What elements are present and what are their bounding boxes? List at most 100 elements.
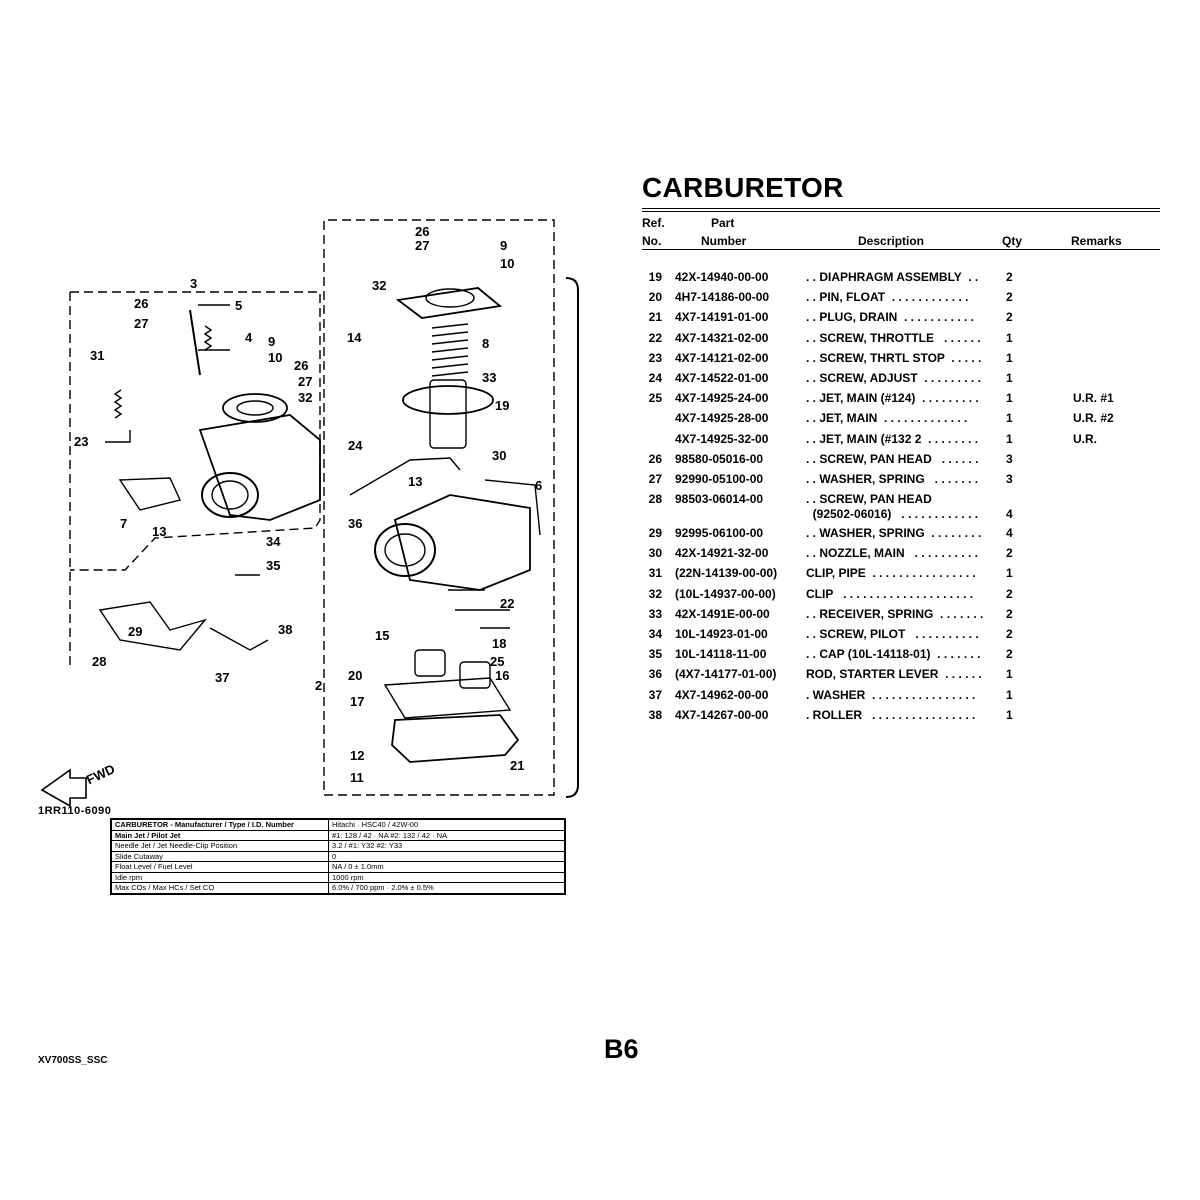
ref-number: 29	[648, 526, 662, 541]
part-number: 92990-05100-00	[675, 471, 764, 486]
diagram-callout: 4	[245, 330, 253, 345]
ref-number: 31	[648, 566, 662, 581]
diagram-callout: 17	[350, 694, 364, 709]
diagram-callout: 34	[266, 534, 281, 549]
description: CLIP . . . . . . . . . . . . . . . . . .…	[806, 586, 974, 601]
spec-value: #1: 128 / 42 · NA #2: 132 / 42 · NA	[328, 829, 566, 841]
part-number: 4X7-14925-24-00	[675, 391, 769, 406]
description: . ROLLER . . . . . . . . . . . . . . . .	[806, 707, 976, 722]
description: . . SCREW, PAN HEAD . . . . . .	[806, 451, 979, 466]
parts-row: 32(10L-14937-00-00)CLIP . . . . . . . . …	[642, 587, 1160, 607]
spec-value: 1000 rpm	[328, 871, 566, 883]
spec-value: 0	[328, 850, 566, 862]
parts-row: 4X7-14925-32-00. . JET, MAIN (#132 2 . .…	[642, 432, 1160, 452]
part-number: 42X-1491E-00-00	[675, 606, 770, 621]
title-rule	[642, 208, 1160, 212]
description: . . RECEIVER, SPRING . . . . . . .	[806, 606, 984, 621]
part-number: 4X7-14321-02-00	[675, 330, 769, 345]
remarks: U.R. #1	[1073, 391, 1114, 406]
quantity: 1	[1006, 667, 1013, 682]
ref-number: 36	[648, 667, 662, 682]
description: . . JET, MAIN (#124) . . . . . . . . .	[806, 391, 979, 406]
description: . . SCREW, THRTL STOP . . . . .	[806, 350, 982, 365]
description: . . WASHER, SPRING . . . . . . .	[806, 471, 979, 486]
diagram-callout: 27	[415, 238, 429, 253]
quantity: 2	[1006, 627, 1013, 641]
part-number: 4X7-14962-00-00	[675, 687, 769, 702]
diagram-callout: 11	[350, 770, 364, 785]
spec-label: CARBURETOR - Manufacturer / Type / I.D. …	[110, 818, 329, 831]
diagram-callout: 7	[120, 516, 127, 531]
quantity: 3	[1006, 471, 1013, 486]
quantity: 1	[1006, 330, 1013, 345]
spec-value: 6.0% / 700 ppm · 2.0% ± 0.5%	[328, 882, 566, 894]
fwd-label: FWD	[84, 761, 117, 787]
spec-label: Main Jet / Pilot Jet	[110, 829, 329, 841]
ref-number: 23	[648, 350, 662, 365]
ref-number: 28	[648, 492, 662, 507]
spec-row: CARBURETOR - Manufacturer / Type / I.D. …	[110, 818, 566, 831]
quantity: 1	[1006, 411, 1013, 426]
ref-number: 35	[648, 647, 662, 662]
quantity: 1	[1006, 370, 1013, 385]
spec-label: Idle rpm	[110, 871, 329, 883]
page-title: CARBURETOR	[642, 172, 844, 203]
ref-number: 32	[648, 586, 662, 601]
ref-number: 27	[648, 471, 662, 486]
diagram-callout: 21	[510, 758, 524, 773]
diagram-callout: 32	[372, 278, 386, 293]
diagram-callout: 10	[500, 256, 514, 271]
parts-row: 30 42X-14921-32-00 . . NOZZLE, MAIN . . . …	[642, 546, 1160, 566]
carburetor-spec-table: CARBURETOR - Manufacturer / Type / I.D. …	[110, 818, 566, 895]
quantity: 4	[1006, 526, 1013, 541]
spec-row: Main Jet / Pilot Jet#1: 128 / 42 · NA #2…	[110, 829, 566, 841]
diagram-callout: 3	[190, 276, 197, 291]
diagram-callout: 26	[294, 358, 308, 373]
description: . . SCREW, THROTTLE . . . . . .	[806, 330, 981, 345]
ref-number: 33	[648, 606, 662, 621]
quantity: 3	[1006, 451, 1013, 466]
part-number: 4X7-14522-01-00	[675, 370, 769, 385]
parts-row: 36(4X7-14177-01-00)ROD, STARTER LEVER . …	[642, 667, 1160, 687]
part-number: 4H7-14186-00-00	[675, 290, 770, 305]
diagram-callout: 18	[492, 636, 506, 651]
header-description: Description	[858, 234, 925, 248]
page-number: B6	[604, 1034, 639, 1064]
description: . . NOZZLE, MAIN . . . . . . . . . .	[806, 546, 979, 561]
quantity: 1	[1006, 431, 1013, 446]
quantity: 1	[1006, 566, 1013, 581]
description: . . CAP (10L-14118-01) . . . . . . .	[806, 647, 981, 662]
quantity: 2	[1006, 290, 1013, 305]
diagram-callout: 30	[492, 448, 506, 463]
diagram-callout: 26	[134, 296, 148, 311]
part-number: 92995-06100-00	[675, 526, 764, 541]
header-qty: Qty	[1002, 234, 1023, 248]
remarks: U.R.	[1073, 431, 1097, 446]
part-number: 42X-14921-32-00	[675, 546, 769, 561]
header-remarks: Remarks	[1071, 234, 1122, 248]
description: . . PIN, FLOAT . . . . . . . . . . . .	[806, 290, 969, 305]
diagram-callout: 23	[74, 434, 88, 449]
description: . . PLUG, DRAIN . . . . . . . . . . .	[806, 310, 975, 325]
parts-row: 27 92990-05100-00 . . WASHER, SPRING . . .…	[642, 472, 1160, 492]
diagram-callout: 28	[92, 654, 106, 669]
parts-row: 24 4X7-14522-01-00 . . SCREW, ADJUST . . .…	[642, 371, 1160, 391]
part-number: 4X7-14925-28-00	[675, 411, 769, 426]
description: . . SCREW, ADJUST . . . . . . . . .	[806, 370, 981, 385]
ref-number: 30	[648, 546, 662, 561]
diagram-callout: 9	[268, 334, 275, 349]
quantity: 2	[1006, 270, 1013, 284]
quantity: 4	[1006, 507, 1013, 522]
ref-number: 24	[648, 370, 662, 385]
diagram-callout: 26	[415, 224, 429, 239]
description: . WASHER . . . . . . . . . . . . . . . .	[806, 687, 976, 702]
diagram-callout: 31	[90, 348, 104, 363]
part-number: 98503-06014-00	[675, 492, 764, 507]
